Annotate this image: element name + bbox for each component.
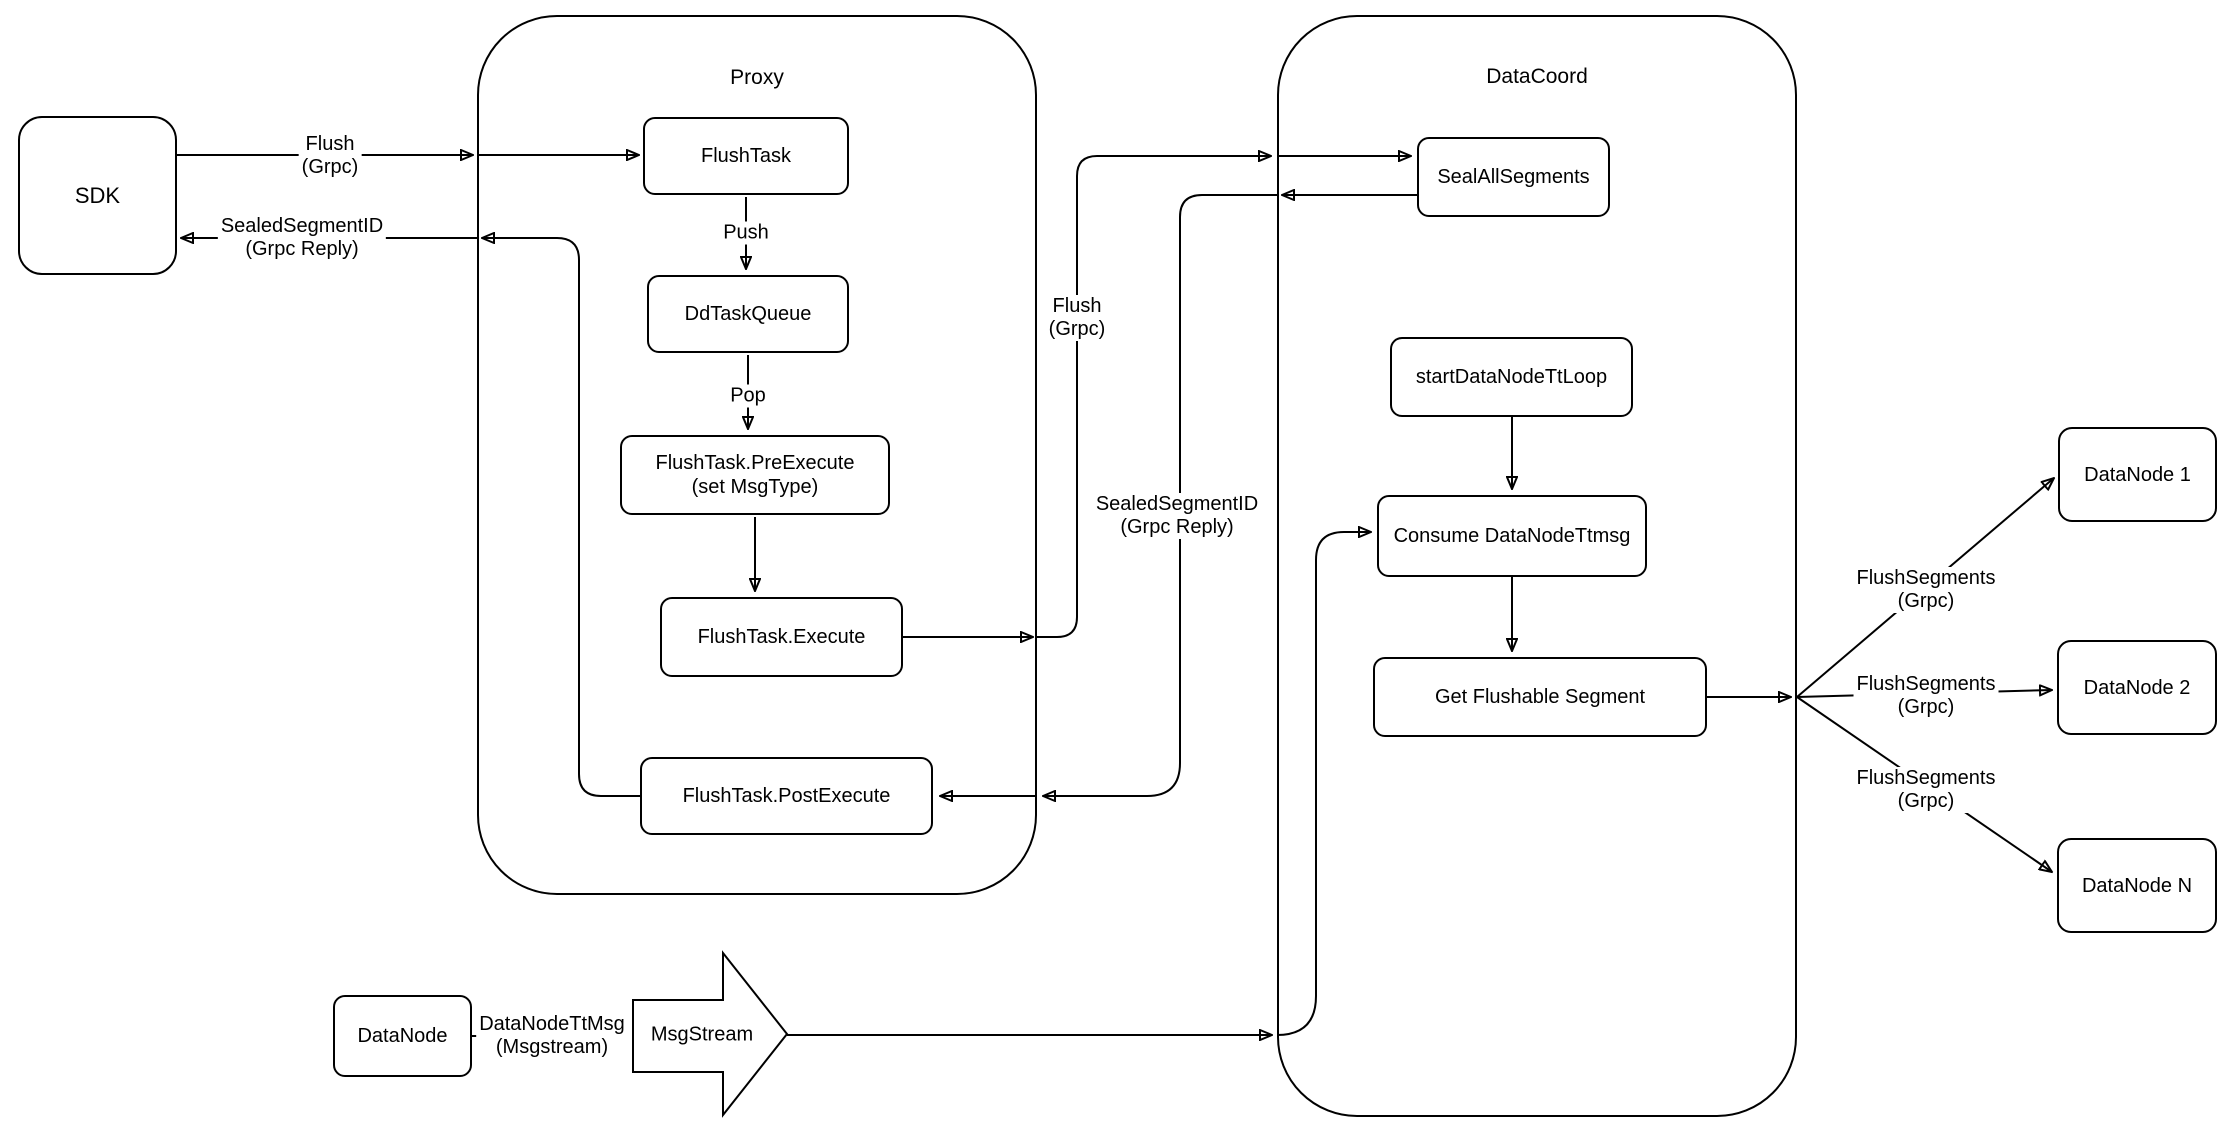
edge-label-sealedsegmentid-sdk: SealedSegmentID (Grpc Reply) [217,215,387,261]
edge-label-sealedsegmentid-mid: SealedSegmentID (Grpc Reply) [1092,493,1262,539]
datacoord-title: DataCoord [1486,65,1588,88]
node-datanode-source: DataNode [333,995,472,1077]
edge-label-flushsegments-3: FlushSegments (Grpc) [1853,767,1999,813]
node-getflushablesegment: Get Flushable Segment [1373,657,1707,737]
msgstream-arrow-shape [632,950,789,1118]
node-datanode2: DataNode 2 [2057,640,2217,735]
edge-label-flush-sdk: Flush (Grpc) [298,133,362,179]
edge-label-flushsegments-2: FlushSegments (Grpc) [1853,673,1999,719]
edge-proxy-to-datacoord-flush [1037,156,1271,638]
node-flushtask: FlushTask [643,117,849,195]
proxy-title: Proxy [730,66,784,89]
edge-label-flushsegments-1: FlushSegments (Grpc) [1853,567,1999,613]
node-sealallsegments: SealAllSegments [1417,137,1610,217]
node-datanode1: DataNode 1 [2058,427,2217,522]
edge-datacoord-to-proxy-reply [1043,194,1277,796]
edge-postexecute-to-proxy-exit [482,238,640,797]
edge-datacoord-border-to-consume [1276,532,1371,1036]
node-consume-datanodettmsg: Consume DataNodeTtmsg [1377,495,1647,577]
msgstream-label: MsgStream [650,1023,754,1046]
node-postexecute: FlushTask.PostExecute [640,757,933,835]
node-ddtaskqueue: DdTaskQueue [647,275,849,353]
edge-label-pop: Pop [727,384,769,408]
container-datacoord [1277,15,1797,1117]
edge-label-push: Push [720,221,772,245]
node-preexecute: FlushTask.PreExecute (set MsgType) [620,435,890,515]
container-proxy [477,15,1037,895]
edge-label-flush-mid: Flush (Grpc) [1045,295,1109,341]
edge-label-datanodettmsg: DataNodeTtMsg (Msgstream) [476,1013,628,1059]
node-sdk: SDK [18,116,177,275]
node-datanoden: DataNode N [2057,838,2217,933]
node-execute: FlushTask.Execute [660,597,903,677]
node-startdatanodettloop: startDataNodeTtLoop [1390,337,1633,417]
